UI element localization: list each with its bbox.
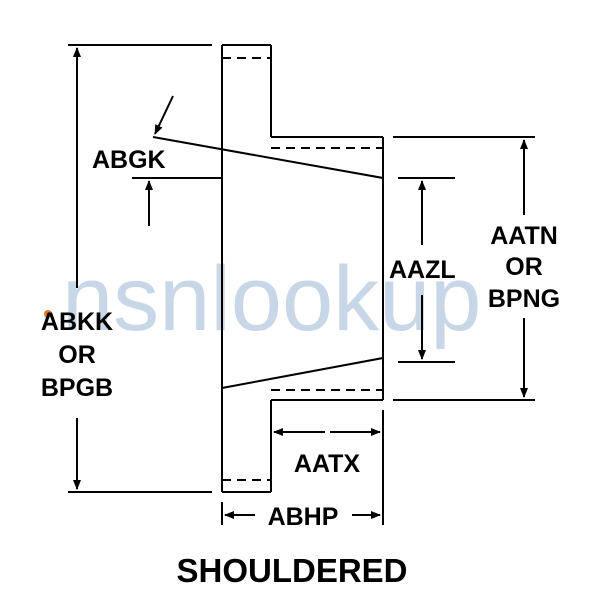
abgk-arrow-diag	[154, 95, 174, 135]
extension-lines	[68, 44, 535, 525]
label-aazl: AAZL	[389, 256, 456, 284]
label-abkk-line3: BPGB	[41, 374, 113, 402]
label-aatx: AATX	[294, 450, 361, 478]
label-aatn-line3: BPNG	[488, 285, 560, 313]
label-abhp: ABHP	[268, 503, 339, 531]
caption-shouldered: SHOULDERED	[176, 552, 407, 589]
accent-dot	[44, 310, 52, 318]
flange-outline	[221, 44, 384, 493]
label-abgk: ABGK	[92, 146, 166, 174]
label-aatn-line2: OR	[505, 253, 543, 281]
hidden-lines	[222, 57, 383, 481]
label-abkk-line2: OR	[58, 341, 96, 369]
dimension-arrows	[73, 47, 528, 519]
label-abkk-line1: ABKK	[41, 308, 113, 336]
bore-taper-lines	[132, 136, 455, 389]
label-aatn-line1: AATN	[490, 222, 558, 250]
watermark-text: nsnlookup	[62, 248, 481, 350]
